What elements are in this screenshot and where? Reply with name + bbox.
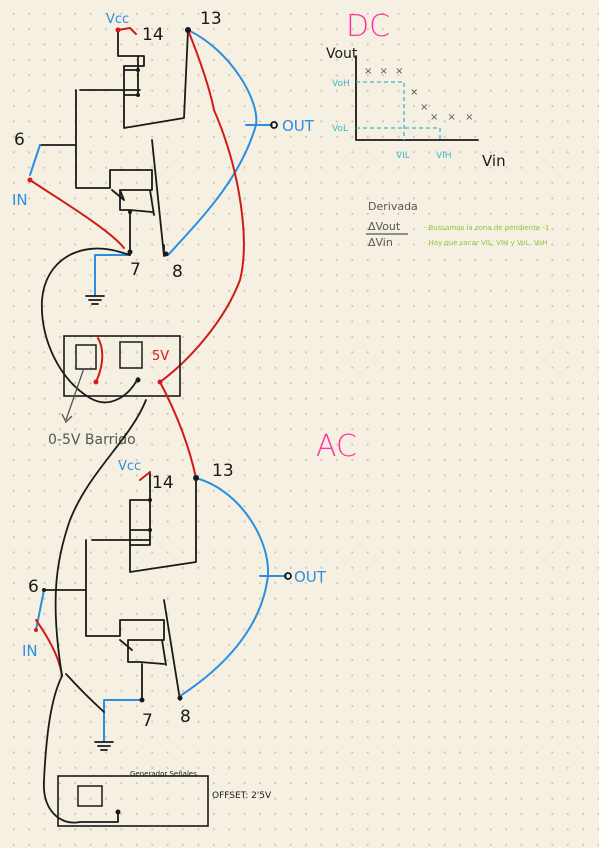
ac-node-13 bbox=[193, 475, 199, 481]
dc-vcc-label: Vcc bbox=[106, 12, 129, 27]
ac-vcc-red-wire bbox=[139, 471, 151, 481]
ac-node-8 bbox=[177, 695, 183, 701]
ac-out-label: OUT bbox=[294, 568, 327, 586]
ac-pin13-label: 13 bbox=[212, 461, 234, 481]
ac-chip-sketch bbox=[85, 471, 197, 701]
graph-voh-line bbox=[356, 81, 405, 140]
supply-knob-right bbox=[119, 341, 143, 369]
dc-in-blue-wire bbox=[29, 144, 41, 176]
ac-pin6-label: 6 bbox=[28, 577, 39, 597]
dc-vcc-red-wire bbox=[117, 27, 137, 35]
power-supply-box bbox=[63, 335, 181, 397]
signal-generator-terminal bbox=[115, 809, 121, 815]
ac-pin7-label: 7 bbox=[142, 711, 153, 731]
dc-circuit: Vcc 14 13 6 IN 7 8 OUT bbox=[12, 9, 315, 404]
signal-generator: Generador Señales OFFSET: 2'5V bbox=[57, 770, 272, 827]
derivative-numerator: ΔVout bbox=[368, 220, 401, 233]
derivative-note-line2: · Hay que sacar VIL, VIH y VoL, VoH bbox=[424, 239, 548, 247]
ac-pin8-label: 8 bbox=[180, 707, 191, 727]
offset-label: OFFSET: 2'5V bbox=[212, 791, 272, 801]
ac-in-label: IN bbox=[22, 642, 38, 660]
supply-voltage-label: 5V bbox=[152, 349, 169, 364]
ac-vcc-label: Vcc bbox=[118, 459, 141, 474]
graph-curve-points: × × × bbox=[364, 66, 406, 77]
dc-ground-wire bbox=[94, 254, 131, 296]
ac-out-terminal bbox=[284, 572, 292, 580]
dc-node-b bbox=[136, 93, 140, 97]
dc-node-in bbox=[27, 177, 33, 183]
ac-out-blue-wire bbox=[179, 477, 270, 697]
ac-circuit: AC Vcc 14 13 6 IN 7 8 OUT bbox=[22, 381, 357, 824]
dc-out-terminal bbox=[270, 121, 278, 129]
graph-y-tick-low: VoL bbox=[332, 124, 348, 134]
dc-pin14-label: 14 bbox=[142, 25, 164, 45]
dc-title: DC bbox=[346, 9, 390, 44]
dc-node-14 bbox=[115, 27, 121, 33]
transfer-graph: DC × × × × × × × × Vout Vin VoH VoL VIL … bbox=[326, 9, 506, 170]
dc-supply-red-wire-top bbox=[187, 29, 215, 111]
dc-node-c bbox=[128, 210, 132, 214]
graph-curve-points-2: × bbox=[410, 87, 418, 98]
ac-node-b bbox=[148, 528, 152, 532]
derivative-note: Derivada ΔVout ΔVin · Buscamos la zona d… bbox=[366, 200, 549, 249]
sweep-label: 0-5V Barrido bbox=[48, 432, 136, 448]
dc-node-a bbox=[136, 68, 140, 72]
graph-x-axis-label: Vin bbox=[482, 152, 506, 170]
ac-node-6 bbox=[42, 588, 46, 592]
ac-title: AC bbox=[316, 429, 357, 464]
sweep-arrow bbox=[61, 367, 85, 424]
dc-in-red-wire bbox=[29, 179, 125, 249]
ac-ground-black-wire bbox=[65, 673, 105, 713]
dc-node-13 bbox=[185, 27, 191, 33]
graph-x-tick-high: VIH bbox=[436, 151, 452, 161]
supply-terminal-mid bbox=[135, 377, 141, 383]
dc-ground-symbol bbox=[85, 295, 105, 305]
supply-knob-left bbox=[75, 344, 97, 370]
dc-pin13-label: 13 bbox=[200, 9, 222, 29]
graph-vol-line bbox=[356, 127, 441, 140]
signal-generator-box bbox=[57, 775, 209, 827]
dc-in-label: IN bbox=[12, 191, 28, 209]
derivative-denominator: ΔVin bbox=[368, 236, 393, 249]
derivative-note-line1: · Buscamos la zona de pendiente -1 bbox=[424, 224, 549, 232]
graph-curve-points-4: × × × bbox=[430, 112, 477, 123]
graph-x-tick-low: VIL bbox=[396, 151, 410, 161]
supply-red-lead bbox=[95, 337, 104, 383]
graph-curve-points-3: × bbox=[420, 102, 428, 113]
ac-pin14-label: 14 bbox=[152, 473, 174, 493]
graph-y-tick-high: VoH bbox=[332, 79, 350, 89]
dc-pin7-label: 7 bbox=[130, 260, 141, 280]
ac-ground-symbol bbox=[94, 741, 114, 751]
ac-ground-wire bbox=[103, 699, 143, 743]
ac-node-7 bbox=[139, 697, 145, 703]
ac-node-in bbox=[34, 628, 38, 632]
dc-node-7 bbox=[127, 249, 133, 255]
graph-axes bbox=[355, 55, 479, 141]
ac-dual-wire bbox=[54, 399, 147, 677]
ac-in-black-wire bbox=[43, 675, 119, 824]
power-supply: 5V 0-5V Barrido bbox=[48, 335, 181, 448]
dc-node-8 bbox=[163, 251, 169, 257]
dc-ground-loop bbox=[41, 247, 139, 404]
signal-generator-label: Generador Señales bbox=[130, 770, 197, 778]
signal-generator-knob bbox=[77, 785, 103, 807]
dc-supply-red-wire bbox=[159, 109, 245, 383]
dc-chip-sketch bbox=[75, 29, 189, 257]
graph-y-axis-label: Vout bbox=[326, 46, 358, 62]
derivative-title: Derivada bbox=[368, 200, 418, 213]
ac-node-a bbox=[148, 498, 152, 502]
ac-supply-red-wire bbox=[159, 381, 197, 479]
dc-out-label: OUT bbox=[282, 117, 315, 135]
dc-pin6-label: 6 bbox=[14, 130, 25, 150]
dc-pin8-label: 8 bbox=[172, 262, 183, 282]
